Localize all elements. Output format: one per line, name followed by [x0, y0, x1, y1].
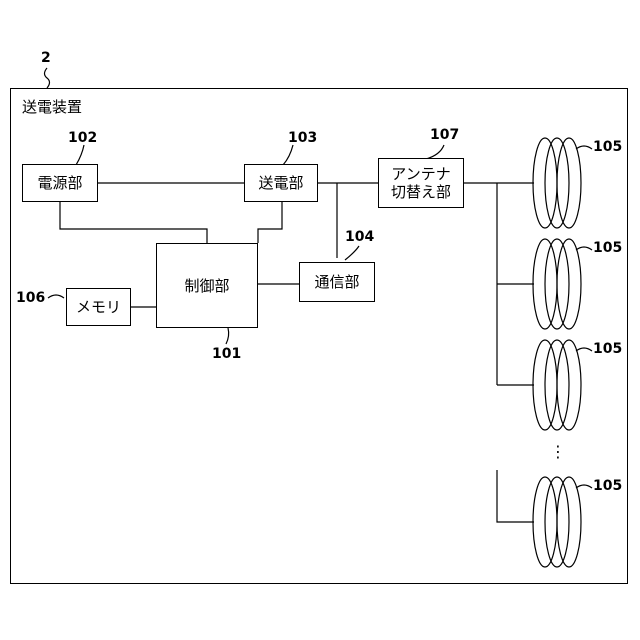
controller-label: 制御部 — [184, 277, 229, 295]
transmitter-label: 送電部 — [258, 174, 303, 192]
memory-label: メモリ — [76, 298, 121, 316]
device-ref-label: 2 — [41, 50, 51, 66]
coil-ellipsis: ⋮ — [550, 444, 566, 460]
communication-label: 通信部 — [314, 273, 359, 291]
memory-ref: 106 — [16, 290, 45, 306]
device-ref-leader — [45, 68, 50, 88]
controller-ref: 101 — [212, 346, 241, 362]
controller-block: 制御部 — [156, 243, 258, 328]
antenna-switch-label-line1: アンテナ — [391, 165, 450, 183]
memory-block: メモリ — [66, 288, 131, 326]
communication-block: 通信部 — [299, 262, 375, 302]
power-supply-label: 電源部 — [37, 174, 82, 192]
transmitter-ref: 103 — [288, 130, 317, 146]
transmitter-block: 送電部 — [244, 164, 318, 202]
coil-ref-1: 105 — [593, 139, 622, 155]
communication-ref: 104 — [345, 229, 374, 245]
device-title: 送電装置 — [22, 96, 82, 117]
power-supply-ref: 102 — [68, 130, 97, 146]
coil-ref-4: 105 — [593, 478, 622, 494]
antenna-switch-label-line2: 切替え部 — [391, 183, 451, 201]
coil-ref-3: 105 — [593, 341, 622, 357]
antenna-switch-block: アンテナ 切替え部 — [378, 158, 464, 208]
device-frame — [10, 88, 628, 584]
antenna-switch-ref: 107 — [430, 127, 459, 143]
coil-ref-2: 105 — [593, 240, 622, 256]
power-supply-block: 電源部 — [22, 164, 98, 202]
